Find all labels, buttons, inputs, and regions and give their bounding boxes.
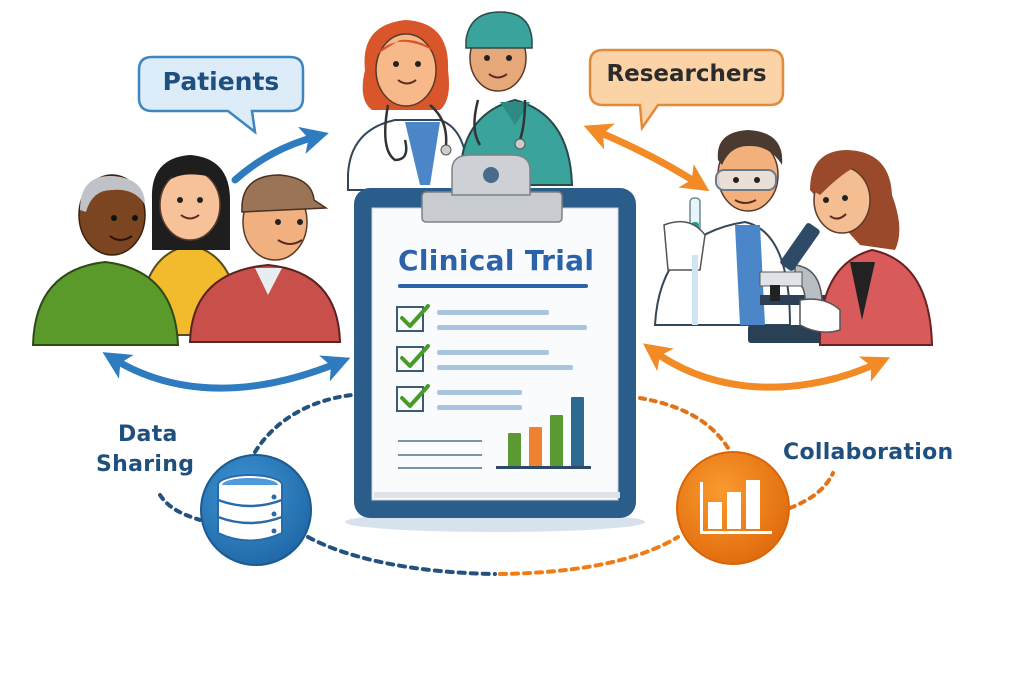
clinical-trial-clipboard: [345, 154, 645, 532]
arrow-clinicians-to-researchers-bidirectional: [583, 123, 710, 192]
researchers-speech-bubble: [588, 48, 785, 132]
clinical-trial-title: Clinical Trial: [398, 244, 595, 277]
data-sharing-node: [200, 454, 312, 566]
data-sharing-label-line2: Sharing: [96, 452, 195, 477]
researchers-bubble-label: Researchers: [606, 61, 767, 87]
dotted-connector-blue: [158, 393, 497, 576]
arrow-patients-to-clinicians: [231, 126, 329, 184]
database-icon: [217, 474, 283, 542]
arrow-patients-to-trial-bidirectional: [102, 352, 351, 392]
patients-bubble-label: Patients: [162, 67, 280, 96]
dotted-connector-orange: [498, 396, 835, 576]
mini-bar-chart-icon: [496, 397, 591, 469]
arrow-trial-to-researchers-bidirectional: [642, 343, 891, 391]
collaboration-node: [676, 451, 790, 565]
researchers-group-icon: [653, 130, 934, 346]
patients-speech-bubble: [137, 55, 305, 135]
patients-group-icon: [31, 155, 342, 346]
data-sharing-label-line1: Data: [118, 422, 178, 447]
checklist: [396, 304, 587, 412]
collaboration-label: Collaboration: [783, 440, 954, 465]
bar-chart-icon: [700, 480, 772, 534]
